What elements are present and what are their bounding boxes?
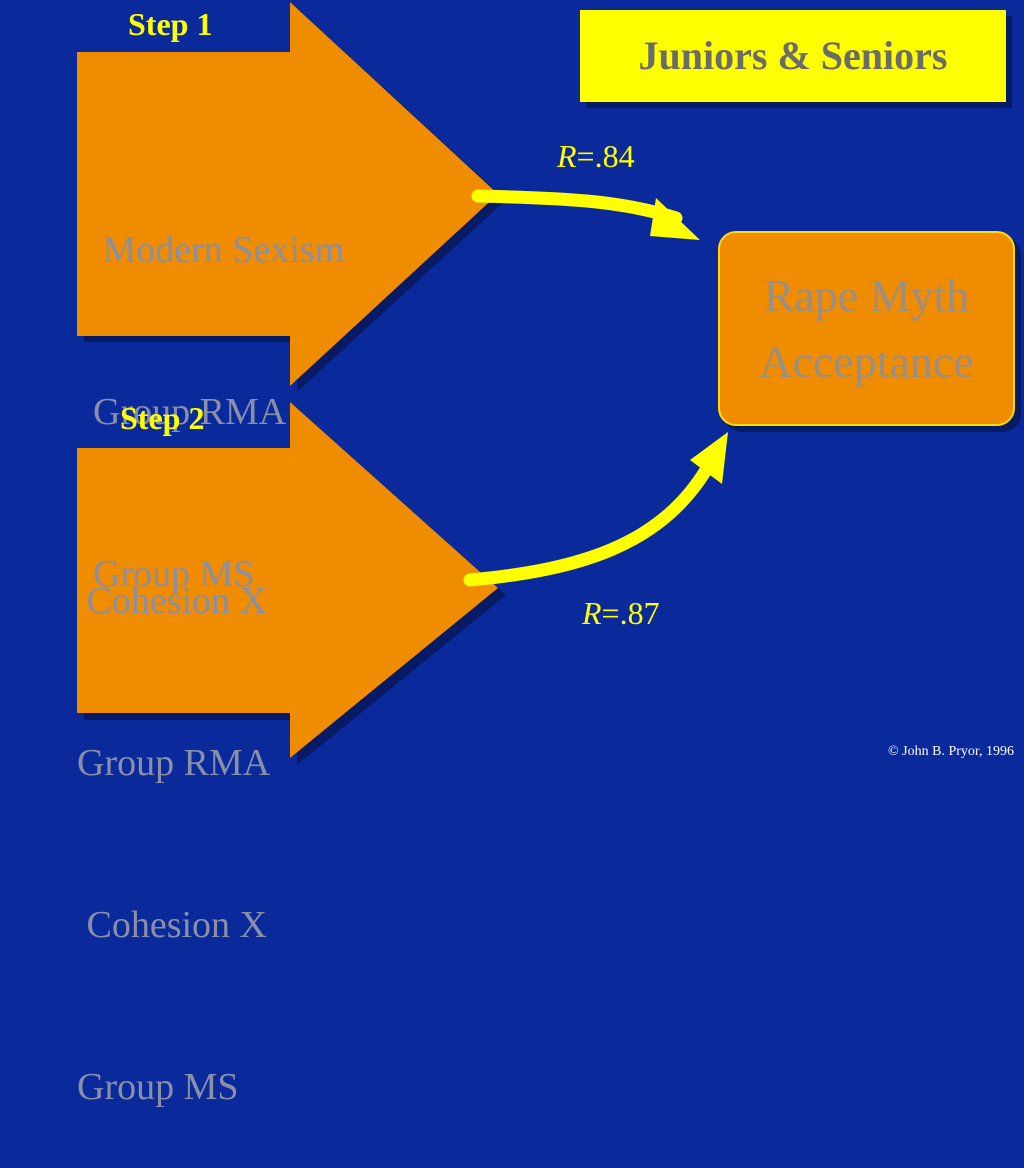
path1-r-value: R=.84 [557, 140, 635, 172]
step2-variable: Group MS [77, 1066, 239, 1108]
outcome-line: Rape Myth [763, 269, 970, 321]
step1-variables: Modern Sexism Group RMA Group MS [93, 115, 344, 655]
path2-arrowhead [690, 432, 728, 484]
r-number: =.84 [576, 138, 635, 174]
step1-label: Step 1 [128, 6, 213, 42]
r-number: =.87 [601, 595, 660, 631]
step2-variable: Cohesion X [77, 580, 268, 622]
path2-r-value: R=.87 [582, 597, 660, 629]
step2-variable: Group RMA [77, 742, 271, 784]
outcome-line: Acceptance [759, 335, 974, 387]
step2-variable: Cohesion X [77, 904, 268, 946]
outcome-box: Rape Myth Acceptance [718, 231, 1015, 426]
path1-curve [471, 189, 683, 225]
step2-variables: Cohesion X Group RMA Cohesion X Group MS [77, 466, 270, 1168]
step1-variable: Modern Sexism [93, 229, 345, 271]
step1-variable: Group MS [93, 553, 255, 595]
diagram-shapes [77, 2, 728, 765]
r-symbol: R [557, 138, 577, 174]
r-symbol: R [582, 595, 602, 631]
step1-variable: Group RMA [93, 391, 287, 433]
title-banner: Juniors & Seniors [580, 10, 1006, 102]
step1-arrow [77, 2, 498, 386]
step2-arrow [77, 402, 498, 758]
page-title: Juniors & Seniors [638, 33, 948, 78]
step2-label: Step 2 [120, 400, 205, 436]
copyright-credit: © John B. Pryor, 1996 [888, 744, 1014, 759]
path1-arrowhead [650, 198, 700, 240]
path2-curve [463, 463, 713, 587]
